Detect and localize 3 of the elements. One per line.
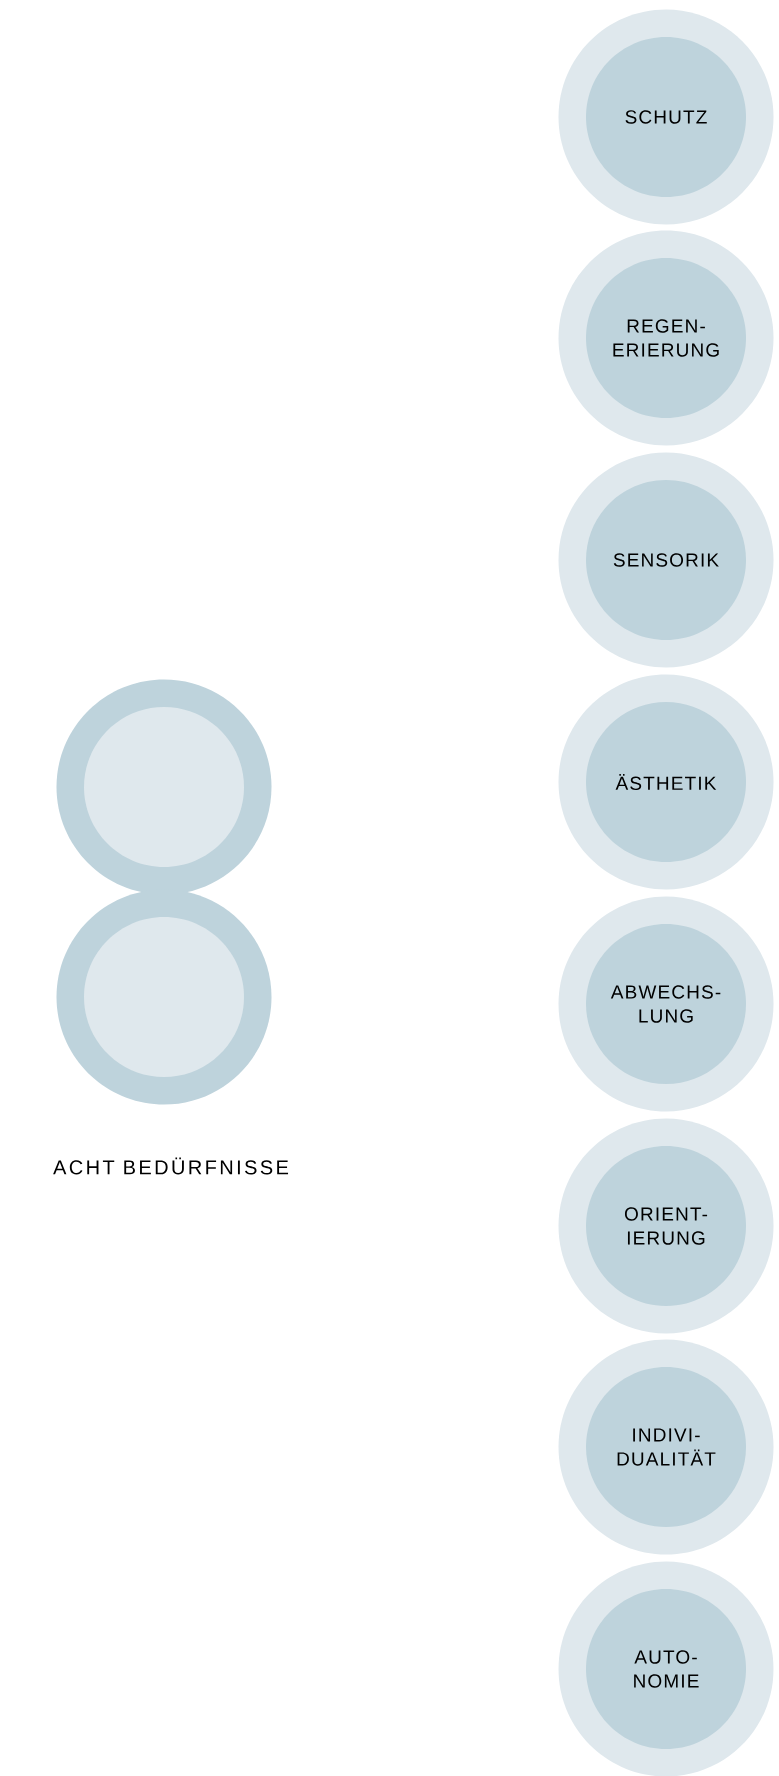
ring-circle — [56, 679, 272, 895]
caption-text: ACHT BEDÜRFNISSE — [53, 1157, 289, 1175]
ring-circle — [56, 889, 272, 1105]
